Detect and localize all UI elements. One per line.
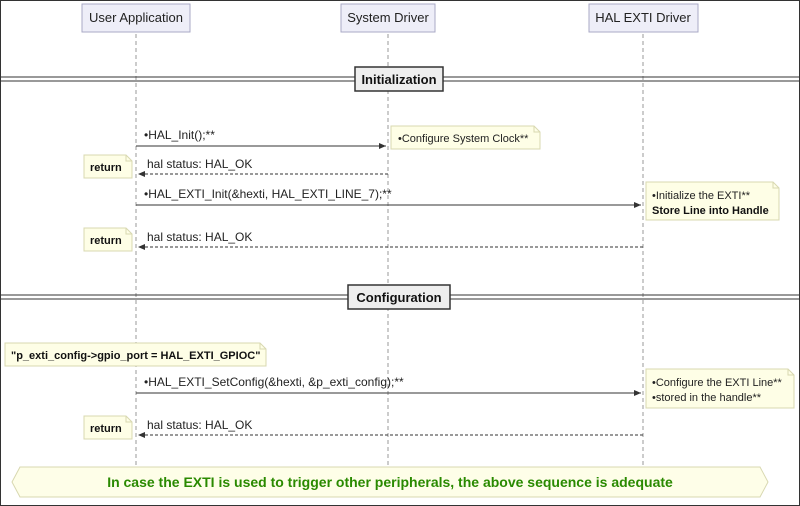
note-return-2-text: return <box>90 235 122 247</box>
note-return-3-text: return <box>90 423 122 435</box>
participant-hal: HAL EXTI Driver <box>588 3 699 33</box>
message-hal-init-label: HAL_Init();** <box>148 128 215 142</box>
group-title-configuration: Configuration <box>356 290 441 305</box>
message-return-2-label: hal status: HAL_OK <box>147 230 252 244</box>
note-initialize-exti: •Initialize the EXTI** Store Line into H… <box>645 181 780 221</box>
message-exti-setconfig: •HAL_EXTI_SetConfig(&hexti, &p_exti_conf… <box>136 375 641 396</box>
note-return-1: return <box>83 154 133 179</box>
footer-banner: In case the EXTI is used to trigger othe… <box>11 466 769 498</box>
message-hal-init: •HAL_Init();** <box>136 128 386 149</box>
message-return-2: hal status: HAL_OK <box>138 230 643 250</box>
svg-text:•HAL_EXTI_SetConfig(&hexti, &p: •HAL_EXTI_SetConfig(&hexti, &p_exti_conf… <box>144 375 404 389</box>
participant-system-label: System Driver <box>347 10 429 25</box>
note-configure-line: •Configure the EXTI Line** •stored in th… <box>645 368 795 409</box>
svg-text:•stored in the handle**: •stored in the handle** <box>652 392 762 404</box>
note-configure-line-line1: Configure the EXTI Line** <box>656 377 783 389</box>
message-return-3-label: hal status: HAL_OK <box>147 418 252 432</box>
note-initialize-exti-line2: Store Line into Handle <box>652 205 769 217</box>
svg-text:•Initialize the EXTI**: •Initialize the EXTI** <box>652 190 751 202</box>
message-exti-setconfig-label: HAL_EXTI_SetConfig(&hexti, &p_exti_confi… <box>148 375 404 389</box>
message-return-1: hal status: HAL_OK <box>138 157 388 177</box>
participant-user: User Application <box>81 3 191 33</box>
note-configure-clock-text: Configure System Clock** <box>402 133 529 145</box>
message-exti-init-label: HAL_EXTI_Init(&hexti, HAL_EXTI_LINE_7);*… <box>148 187 392 201</box>
group-title-initialization: Initialization <box>361 72 436 87</box>
svg-text:•Configure the EXTI Line**: •Configure the EXTI Line** <box>652 377 783 389</box>
message-return-1-label: hal status: HAL_OK <box>147 157 252 171</box>
note-return-2: return <box>83 227 133 252</box>
divider-initialization: Initialization <box>1 66 799 92</box>
note-gpio-port-text: "p_exti_config->gpio_port = HAL_EXTI_GPI… <box>11 350 260 362</box>
svg-text:•HAL_Init();**: •HAL_Init();** <box>144 128 215 142</box>
divider-configuration: Configuration <box>1 284 799 310</box>
participant-hal-label: HAL EXTI Driver <box>595 10 691 25</box>
message-return-3: hal status: HAL_OK <box>138 418 643 438</box>
note-gpio-port: "p_exti_config->gpio_port = HAL_EXTI_GPI… <box>4 342 267 367</box>
note-configure-clock: •Configure System Clock** <box>390 125 541 150</box>
footer-text: In case the EXTI is used to trigger othe… <box>107 474 673 490</box>
note-return-1-text: return <box>90 162 122 174</box>
note-configure-line-line2: stored in the handle** <box>656 392 762 404</box>
svg-text:•Configure System Clock**: •Configure System Clock** <box>398 133 529 145</box>
participant-system: System Driver <box>340 3 436 33</box>
svg-text:•HAL_EXTI_Init(&hexti, HAL_EXT: •HAL_EXTI_Init(&hexti, HAL_EXTI_LINE_7);… <box>144 187 392 201</box>
participant-user-label: User Application <box>89 10 183 25</box>
message-exti-init: •HAL_EXTI_Init(&hexti, HAL_EXTI_LINE_7);… <box>136 187 641 208</box>
note-initialize-exti-line1: Initialize the EXTI** <box>656 190 751 202</box>
note-return-3: return <box>83 415 133 440</box>
